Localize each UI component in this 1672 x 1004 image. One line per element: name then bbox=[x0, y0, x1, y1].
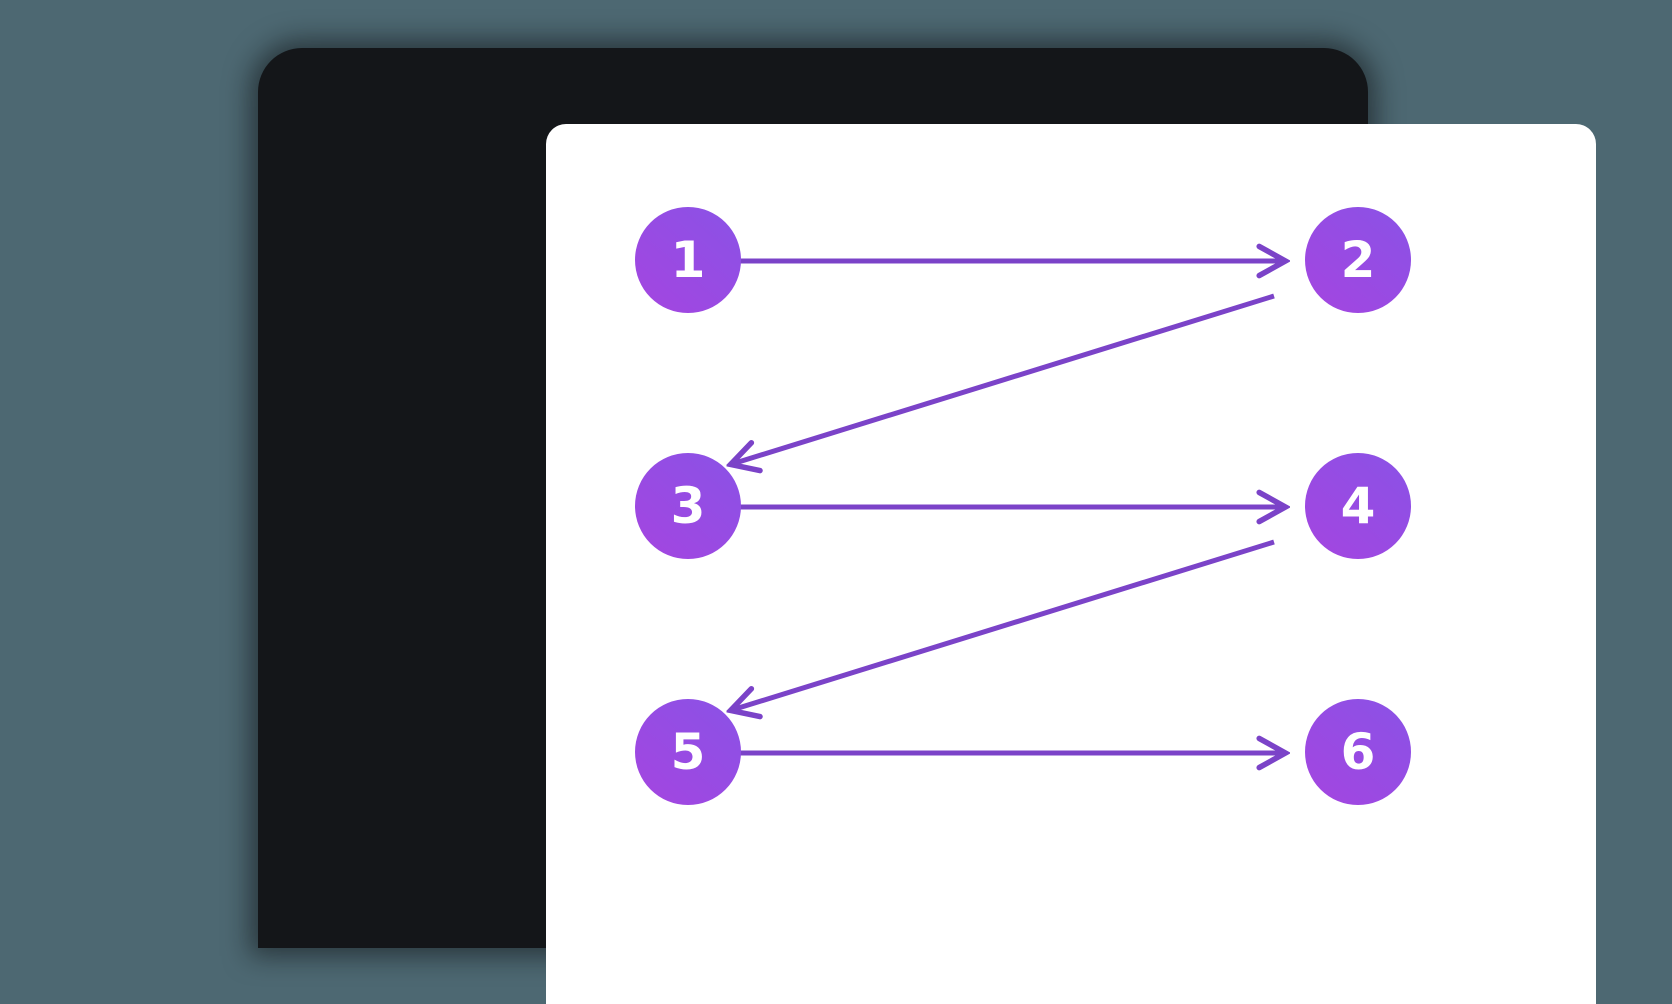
tablet-device-frame: 1 2 3 4 5 6 bbox=[258, 48, 1596, 1004]
graph-edge-4-to-5 bbox=[732, 539, 1275, 710]
device-screen: 1 2 3 4 5 6 bbox=[546, 124, 1596, 1004]
graph-node-3[interactable]: 3 bbox=[635, 453, 741, 559]
graph-node-1[interactable]: 1 bbox=[635, 207, 741, 313]
graph-node-1-label: 1 bbox=[670, 231, 706, 289]
graph-node-2-label: 2 bbox=[1340, 231, 1376, 289]
graph-node-5-label: 5 bbox=[670, 723, 706, 781]
diagram-canvas: 1 2 3 4 5 6 bbox=[546, 124, 1596, 1004]
graph-node-5[interactable]: 5 bbox=[635, 699, 741, 805]
graph-node-2[interactable]: 2 bbox=[1305, 207, 1411, 313]
graph-node-6-label: 6 bbox=[1340, 723, 1376, 781]
graph-node-4-label: 4 bbox=[1340, 477, 1376, 535]
screenshot-stage: 1 2 3 4 5 6 bbox=[258, 48, 1596, 1004]
graph-edge-2-to-3 bbox=[732, 293, 1275, 464]
graph-edges bbox=[730, 261, 1284, 753]
graph-node-3-label: 3 bbox=[670, 477, 706, 535]
graph-node-6[interactable]: 6 bbox=[1305, 699, 1411, 805]
graph-node-4[interactable]: 4 bbox=[1305, 453, 1411, 559]
